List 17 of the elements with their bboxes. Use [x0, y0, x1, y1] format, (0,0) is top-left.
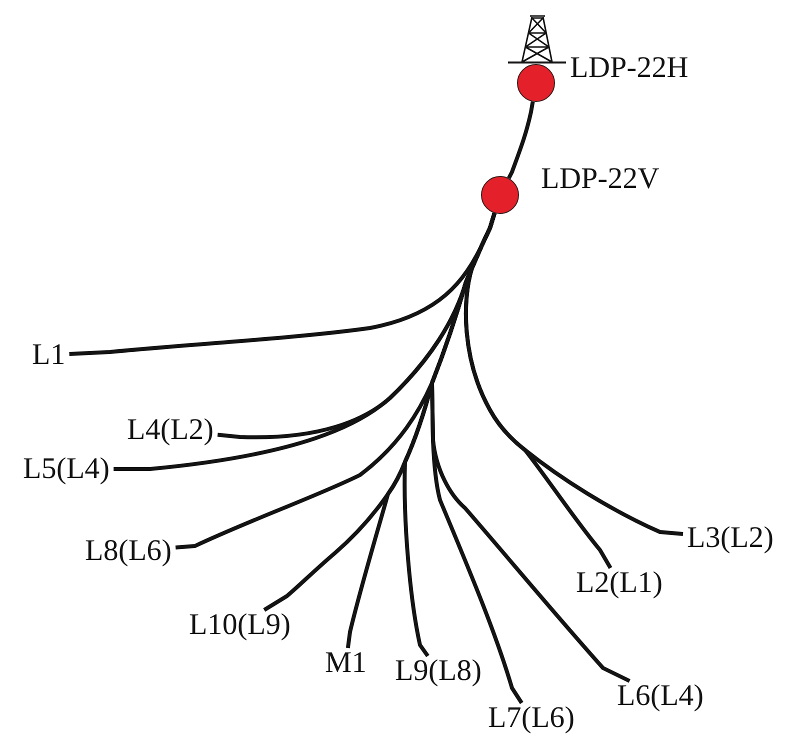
- branch-label: L1: [28, 340, 70, 370]
- branch-label: M1: [321, 648, 371, 678]
- well-marker: [481, 176, 519, 214]
- branch-label: L5(L4): [19, 454, 114, 484]
- well-marker: [517, 64, 555, 102]
- branch-label: L10(L9): [185, 610, 295, 640]
- branch-label: L6(L4): [613, 681, 708, 711]
- wellbore-line: [507, 101, 535, 180]
- well-name: LDP-22V: [541, 164, 660, 194]
- branch-label: L2(L1): [572, 568, 667, 598]
- wellbore-line: [430, 212, 524, 704]
- branch-label: L4(L2): [123, 415, 218, 445]
- branch-label: L8(L6): [81, 536, 176, 566]
- well-name: LDP-22H: [570, 53, 688, 83]
- branch-label: L3(L2): [683, 523, 778, 553]
- branch-label: L9(L8): [391, 656, 486, 686]
- branch-label: L7(L6): [484, 703, 579, 733]
